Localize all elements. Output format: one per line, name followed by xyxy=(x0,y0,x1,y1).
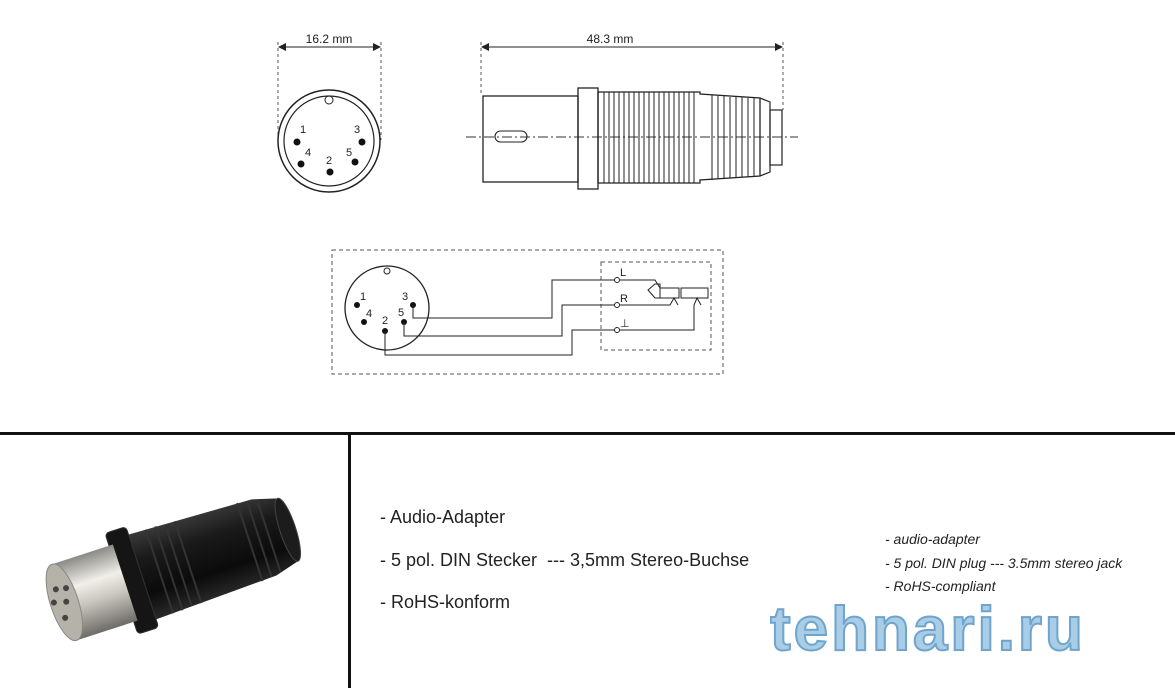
schematic-pin-label-1: 1 xyxy=(360,291,366,303)
schematic-pin-label-3: 3 xyxy=(402,291,408,303)
schematic-pin-label-4: 4 xyxy=(366,308,372,320)
jack-label-ground: ⊥ xyxy=(620,318,630,330)
front-pin-4 xyxy=(297,160,305,168)
feature-en-2: - 5 pol. DIN plug --- 3.5mm stereo jack xyxy=(885,554,1123,571)
schematic-pin-label-5: 5 xyxy=(398,307,404,319)
schematic-pin-label-2: 2 xyxy=(382,315,388,327)
front-width-dimension: 16.2 mm xyxy=(306,32,353,46)
side-view: 48.3 mm xyxy=(466,32,798,190)
side-length-dimension: 48.3 mm xyxy=(587,32,634,46)
features-german: - Audio-Adapter - 5 pol. DIN Stecker ---… xyxy=(380,506,749,634)
front-pin-label-4: 4 xyxy=(305,147,311,159)
schematic-pin-4 xyxy=(361,319,367,325)
feature-de-1: - Audio-Adapter xyxy=(380,507,506,527)
front-pin-label-2: 2 xyxy=(326,155,332,167)
section-divider-horizontal xyxy=(0,432,1175,435)
feature-de-3: - RoHS-konform xyxy=(380,592,511,612)
schematic-pin-1 xyxy=(354,302,360,308)
feature-de-2: - 5 pol. DIN Stecker --- 3,5mm Stereo-Bu… xyxy=(380,549,750,570)
technical-drawing: 16.2 mm 1 3 4 5 2 48.3 mm xyxy=(277,32,798,375)
wiring-schematic: 1 3 4 5 2 L R ⊥ xyxy=(331,249,724,375)
features-english: - audio-adapter - 5 pol. DIN plug --- 3.… xyxy=(885,531,1122,602)
front-pin-label-3: 3 xyxy=(354,124,360,136)
watermark-logo: tehnari.ru xyxy=(770,594,1086,664)
jack-label-right: R xyxy=(620,293,628,305)
front-pin-3 xyxy=(358,138,366,146)
front-pin-label-5: 5 xyxy=(346,147,352,159)
feature-en-1: - audio-adapter xyxy=(885,531,980,547)
watermark-text: tehnari.ru xyxy=(770,595,1086,664)
front-pin-label-1: 1 xyxy=(300,124,306,136)
section-divider-vertical xyxy=(348,432,351,688)
front-pin-1 xyxy=(293,138,301,146)
jack-label-left: L xyxy=(620,267,626,279)
front-view: 16.2 mm 1 3 4 5 2 xyxy=(277,32,382,193)
feature-en-3: - RoHS-compliant xyxy=(885,578,996,594)
front-pin-2 xyxy=(326,168,334,176)
product-photo xyxy=(45,497,302,642)
front-pin-5 xyxy=(351,158,359,166)
